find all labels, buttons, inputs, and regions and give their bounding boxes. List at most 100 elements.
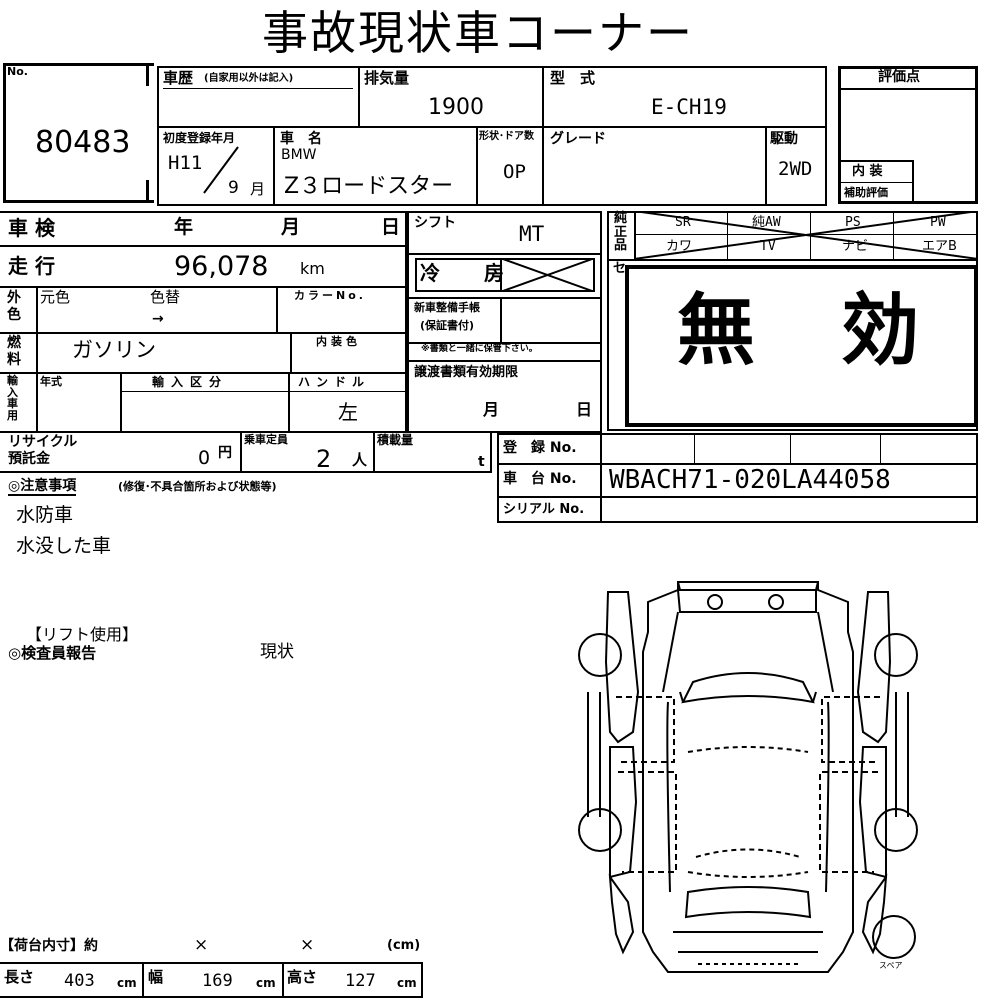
equip-side-label: セ <box>613 261 627 276</box>
docs-note: ※書類と一緒に保管下さい。 <box>421 344 538 354</box>
inspector-value: 現状 <box>260 642 294 662</box>
lot-box <box>3 63 154 203</box>
recycle-label: リサイクル <box>8 434 78 450</box>
aircon-label: 冷 房 <box>420 261 516 285</box>
warranty-label: 新車整備手帳 <box>414 301 480 314</box>
shift-value: MT <box>519 222 545 246</box>
equip-ps: PS <box>845 215 861 230</box>
displacement-value: 1900 <box>428 95 484 120</box>
model-value: E-CH19 <box>651 95 727 119</box>
vehicle-info-grid <box>157 66 827 206</box>
score-box <box>838 66 978 204</box>
chassis-no-value: WBACH71-020LA44058 <box>609 465 891 495</box>
inspection-label: 車 検 <box>8 216 55 240</box>
equip-airbag: エアB <box>922 239 957 254</box>
handle-value: 左 <box>338 400 358 424</box>
mileage-unit: km <box>300 259 325 278</box>
inspection-year: 年 <box>174 216 194 238</box>
inspection-month: 月 <box>281 216 301 238</box>
equipment-cross <box>634 211 978 259</box>
void-stamp-text: 無 効 <box>677 286 924 376</box>
recycle-row <box>0 431 492 473</box>
capacity-label: 乗車定員 <box>244 433 288 446</box>
equip-leather: カワ <box>666 239 693 254</box>
color-no-label: カラーNo. <box>294 289 366 302</box>
page-title: 事故現状車コーナー <box>262 6 694 60</box>
import-label: 輸入車用 <box>7 374 18 422</box>
load-label: 積載量 <box>377 433 414 447</box>
car-maker: BMW <box>281 147 317 163</box>
history-label: 車歴 <box>163 69 194 87</box>
displacement-label: 排気量 <box>364 69 410 87</box>
notes-sub: (修復･不具合箇所および状態等) <box>118 480 277 493</box>
transfer-month: 月 <box>483 400 500 419</box>
color-arrow: → <box>152 311 164 327</box>
width-label: 幅 <box>148 968 164 986</box>
note-line-2: 水没した車 <box>16 535 112 557</box>
grade-label: グレード <box>550 131 606 147</box>
equipment-label: 純正品 <box>614 211 628 254</box>
void-stamp <box>625 265 978 427</box>
equip-navi: ナビ <box>842 239 869 254</box>
repaint-label: 色替 <box>150 288 181 306</box>
drive-value: 2WD <box>778 158 813 180</box>
capacity-unit: 人 <box>352 451 368 469</box>
interior-label: 内 装 <box>852 164 883 179</box>
equip-sr: SR <box>675 215 691 230</box>
capacity-value: 2 <box>316 445 332 473</box>
mileage-label: 走 行 <box>8 254 55 278</box>
car-name-value: Z３ロードスター <box>284 174 454 199</box>
recycle-unit: 円 <box>218 445 232 461</box>
interior-color-label: 内装色 <box>316 335 361 348</box>
length-value: 403 <box>64 971 95 991</box>
note-line-1: 水防車 <box>16 504 74 526</box>
width-unit: cm <box>256 976 276 990</box>
lot-number: 80483 <box>35 125 131 160</box>
transfer-day: 日 <box>576 400 593 419</box>
car-name-label: 車 名 <box>280 131 322 147</box>
reg-no-label: 登 録 No. <box>503 440 577 456</box>
fuel-value: ガソリン <box>72 338 156 362</box>
car-damage-diagram <box>578 581 918 973</box>
load-unit: t <box>478 454 485 470</box>
model-label: 型 式 <box>550 69 596 87</box>
aux-label: 補助評価 <box>844 186 888 199</box>
import-type-label: 輸入区分 <box>152 375 229 389</box>
score-label: 評価点 <box>878 69 920 85</box>
fuel-label: 燃料 <box>7 335 21 368</box>
height-value: 127 <box>345 971 376 991</box>
serial-no-label: シリアル No. <box>503 502 585 517</box>
recycle-label-2: 預託金 <box>8 451 50 467</box>
equip-pw: PW <box>930 215 946 230</box>
inspection-day: 日 <box>381 216 401 238</box>
first-reg-label: 初度登録年月 <box>163 131 236 145</box>
cargo-dimensions-row <box>0 962 423 998</box>
first-reg-month: 9 <box>228 178 239 198</box>
registration-grid <box>497 433 978 523</box>
length-unit: cm <box>117 976 137 990</box>
cargo-heading: 【荷台内寸】約 <box>0 938 98 954</box>
chassis-no-label: 車 台 No. <box>503 471 577 487</box>
length-label: 長さ <box>4 968 35 986</box>
notes-heading: ◎注意事項 <box>8 478 77 496</box>
cargo-unit: (cm) <box>387 938 421 953</box>
recycle-value: 0 <box>198 447 211 469</box>
height-unit: cm <box>397 976 417 990</box>
height-label: 高さ <box>287 968 318 986</box>
handle-label: ハンドル <box>298 375 371 389</box>
cargo-x1: × <box>194 935 209 955</box>
body-value: OP <box>503 161 526 183</box>
import-year-label: 年式 <box>40 375 62 388</box>
inspector-heading: ◎検査員報告 <box>8 644 97 662</box>
first-reg-slash <box>203 146 239 194</box>
history-note: (自家用以外は記入) <box>204 73 294 84</box>
first-reg-year: H11 <box>168 152 203 174</box>
lot-label: No. <box>7 65 28 78</box>
equip-tv: TV <box>760 239 776 254</box>
spare-label: スペア <box>879 961 903 970</box>
aircon-cross <box>500 258 595 292</box>
original-color-label: 元色 <box>40 288 71 306</box>
shift-label: シフト <box>414 215 456 231</box>
equip-aw: 純AW <box>752 215 781 230</box>
body-label: 形状･ドア数 <box>479 131 534 142</box>
